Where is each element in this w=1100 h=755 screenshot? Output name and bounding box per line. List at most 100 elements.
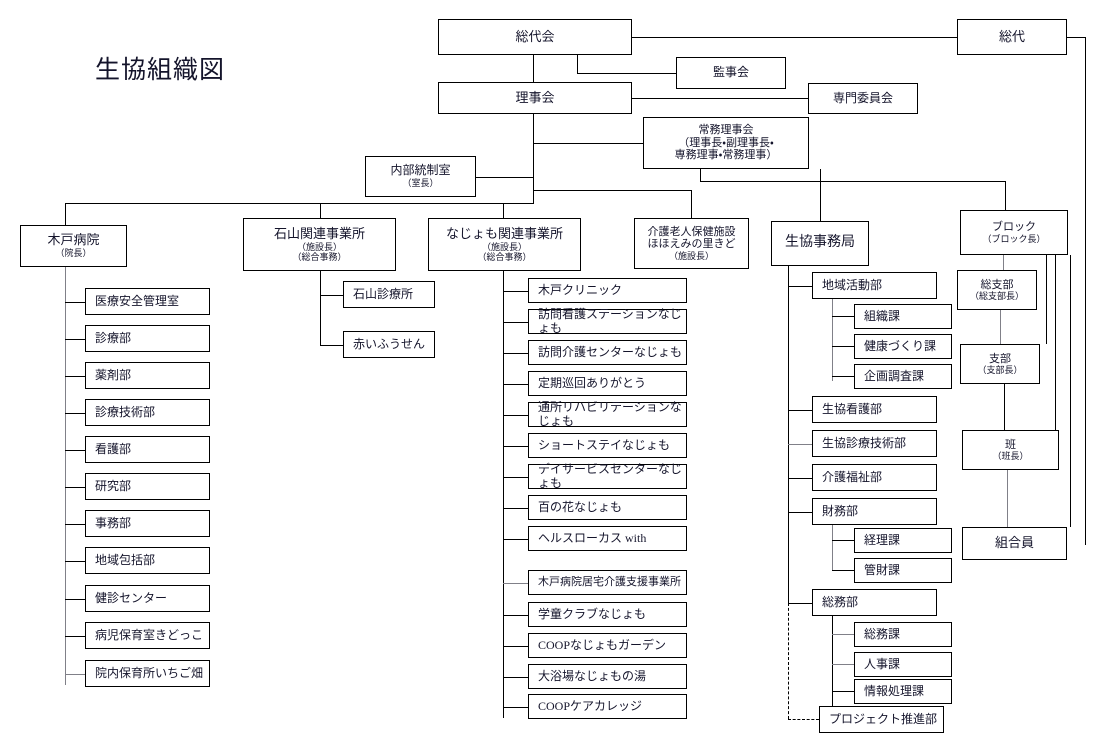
box-kido-child-8[interactable]: 健診センター	[85, 585, 210, 612]
box-najomo-child-3[interactable]: 定期巡回ありがとう	[528, 371, 687, 396]
tick-najomo-6	[503, 477, 528, 478]
box-kumiaiin[interactable]: 組合員	[962, 527, 1067, 560]
box-najomo-child-10[interactable]: 学童クラブなじょも	[528, 602, 687, 627]
label-najomo-child-0: 木戸クリニック	[538, 282, 623, 297]
box-jimukyoku-child-4[interactable]: 財務部	[812, 498, 937, 525]
label-kido-child-0: 医療安全管理室	[95, 293, 180, 308]
box-kido-byoin-line1: 木戸病院	[47, 232, 100, 248]
box-kido-child-4[interactable]: 看護部	[85, 436, 210, 463]
box-ishiyama-line2: （施設長）	[296, 241, 342, 252]
box-rojin-hoken[interactable]: 介護老人保健施設 ほほえみの里きど （施設長）	[634, 218, 749, 269]
connector-div-rojin	[691, 190, 692, 221]
box-chiiki-sub-0[interactable]: 組織課	[854, 304, 952, 329]
box-najomo-child-12[interactable]: 大浴場なじょもの湯	[528, 664, 687, 689]
box-soumu-sub-1[interactable]: 人事課	[854, 652, 952, 677]
label-jimukyoku-child-4: 財務部	[822, 503, 859, 518]
connector-sodaikai-rijikai	[533, 55, 534, 82]
box-block-line1: ブロック	[992, 221, 1036, 233]
box-najomo-child-8[interactable]: ヘルスローカス with	[528, 526, 687, 551]
tick-project-dotted	[788, 719, 819, 720]
tick-najomo-2	[503, 353, 528, 354]
box-han[interactable]: 班 （班長）	[962, 430, 1059, 470]
label-chiiki-sub-2: 企画調査課	[864, 368, 925, 383]
box-najomo-child-4[interactable]: 通所リハビリテーションなじょも	[528, 400, 687, 427]
box-kido-child-7[interactable]: 地域包括部	[85, 547, 210, 574]
box-najomo-child-13[interactable]: COOPケアカレッジ	[528, 694, 687, 719]
connector-div-najomo	[503, 203, 504, 221]
box-han-line1: 班	[1005, 438, 1016, 451]
connector-jomu-down	[700, 169, 701, 181]
tick-jimukyoku-1	[788, 410, 812, 411]
box-sodai[interactable]: 総代	[957, 19, 1067, 55]
box-project-suishin[interactable]: プロジェクト推進部	[819, 706, 944, 733]
box-kido-child-0[interactable]: 医療安全管理室	[85, 288, 210, 315]
box-naibu-tosei[interactable]: 内部統制室 （室長）	[365, 156, 476, 197]
box-kumiaiin-label: 組合員	[994, 535, 1034, 551]
box-najomo-child-7[interactable]: 百の花なじょも	[528, 495, 687, 520]
box-jimukyoku-child-5[interactable]: 総務部	[812, 589, 937, 616]
box-najomo-child-6[interactable]: デイサービスセンターなじょも	[528, 462, 687, 489]
box-najomo-child-5[interactable]: ショートステイなじょも	[528, 433, 687, 458]
box-chiiki-sub-2[interactable]: 企画調査課	[854, 364, 952, 389]
box-najomo-child-11[interactable]: COOPなじょもガーデン	[528, 633, 687, 658]
box-rijikai-label: 理事会	[515, 89, 555, 105]
connector-div-kido	[65, 203, 66, 225]
tick-soumu-0	[832, 634, 854, 635]
box-soshibu-line1: 総支部	[980, 278, 1014, 291]
label-zaimu-sub-1: 管財課	[864, 562, 901, 577]
box-zaimu-sub-0[interactable]: 経理課	[854, 528, 952, 553]
box-kido-child-9[interactable]: 病児保育室きどっこ	[85, 622, 210, 649]
box-kido-child-5[interactable]: 研究部	[85, 473, 210, 500]
box-kido-child-2[interactable]: 薬剤部	[85, 362, 210, 389]
tick-najomo-11	[503, 646, 528, 647]
box-ishiyama[interactable]: 石山関連事業所 （施設長） （総合事務）	[243, 218, 396, 271]
trunk-jimukyoku	[788, 266, 789, 603]
box-kido-child-6[interactable]: 事務部	[85, 510, 210, 537]
box-kanjikai[interactable]: 監事会	[676, 57, 786, 89]
box-jimukyoku-child-0[interactable]: 地域活動部	[812, 272, 937, 299]
tick-najomo-3	[503, 384, 528, 385]
box-najomo-child-1[interactable]: 訪問看護ステーションなじょも	[528, 307, 687, 334]
box-kanjikai-label: 監事会	[712, 65, 749, 80]
box-jimukyoku[interactable]: 生協事務局	[771, 221, 869, 266]
tick-kido-6	[65, 524, 85, 525]
trunk-ishiyama	[320, 271, 321, 345]
box-ishiyama-line1: 石山関連事業所	[273, 225, 365, 241]
box-ishiyama-child-1[interactable]: 赤いふうせん	[343, 331, 435, 358]
box-jimukyoku-child-3[interactable]: 介護福祉部	[812, 464, 937, 491]
box-najomo[interactable]: なじょも関連事業所 （施設長） （総合事務）	[428, 218, 581, 271]
box-kido-child-1[interactable]: 診療部	[85, 325, 210, 352]
label-kido-child-6: 事務部	[95, 515, 132, 530]
tick-kido-1	[65, 339, 85, 340]
box-rijikai[interactable]: 理事会	[438, 82, 632, 114]
tick-najomo-0	[503, 291, 528, 292]
box-kido-byoin[interactable]: 木戸病院 （院長）	[20, 225, 127, 267]
box-jomu-rijikai[interactable]: 常務理事会 （理事長・副理事長・ 専務理事・常務理事）	[643, 117, 809, 169]
connector-div-ishiyama	[320, 203, 321, 221]
box-jimukyoku-child-1[interactable]: 生協看護部	[812, 396, 937, 423]
tick-kido-4	[65, 450, 85, 451]
box-ishiyama-child-0[interactable]: 石山診療所	[343, 281, 435, 308]
connector-sodaikai-sodai	[632, 37, 957, 38]
box-zaimu-sub-1[interactable]: 管財課	[854, 558, 952, 583]
box-jimukyoku-child-2[interactable]: 生協診療技術部	[812, 430, 937, 457]
box-chiiki-sub-1[interactable]: 健康づくり課	[854, 334, 952, 359]
box-kido-child-10[interactable]: 院内保育所いちご畑	[85, 660, 210, 687]
box-soshibu-line2: （総支部長）	[969, 291, 1024, 302]
box-shibu[interactable]: 支部 （支部長）	[960, 344, 1040, 384]
label-kido-child-8: 健診センター	[95, 590, 168, 605]
box-kido-child-3[interactable]: 診療技術部	[85, 399, 210, 426]
box-soshibu[interactable]: 総支部 （総支部長）	[957, 270, 1037, 310]
connector-block-bypass-han	[1055, 255, 1056, 430]
box-soumu-sub-2[interactable]: 情報処理課	[854, 679, 952, 704]
box-soumu-sub-0[interactable]: 総務課	[854, 622, 952, 647]
label-najomo-child-13: COOPケアカレッジ	[538, 698, 643, 713]
box-najomo-child-9[interactable]: 木戸病院居宅介護支援事業所	[528, 570, 687, 595]
box-najomo-child-2[interactable]: 訪問介護センターなじょも	[528, 340, 687, 365]
tick-kido-7	[65, 561, 85, 562]
box-senmon-iinkai[interactable]: 専門委員会	[808, 83, 918, 114]
box-sodaikai[interactable]: 総代会	[438, 19, 632, 55]
box-block[interactable]: ブロック （ブロック長）	[960, 210, 1068, 255]
box-najomo-child-0[interactable]: 木戸クリニック	[528, 278, 687, 303]
box-najomo-line2: （施設長）	[481, 241, 527, 252]
